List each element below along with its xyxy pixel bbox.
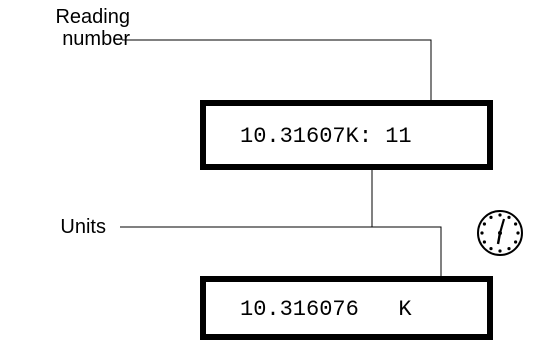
- units-leader: [120, 226, 442, 293]
- display-reading-number: 10.31607K: 11: [200, 100, 493, 170]
- display-top-text: 10.31607K: 11: [240, 124, 412, 149]
- units-label: Units: [38, 216, 106, 238]
- display-bottom-text: 10.316076 K: [240, 297, 412, 322]
- reading-number-label: Reading number: [38, 6, 130, 50]
- display-units: 10.316076 K: [200, 276, 493, 340]
- clock-icon: [477, 210, 523, 256]
- units-text: Units: [60, 216, 106, 238]
- reading-number-text: Reading number: [55, 6, 130, 50]
